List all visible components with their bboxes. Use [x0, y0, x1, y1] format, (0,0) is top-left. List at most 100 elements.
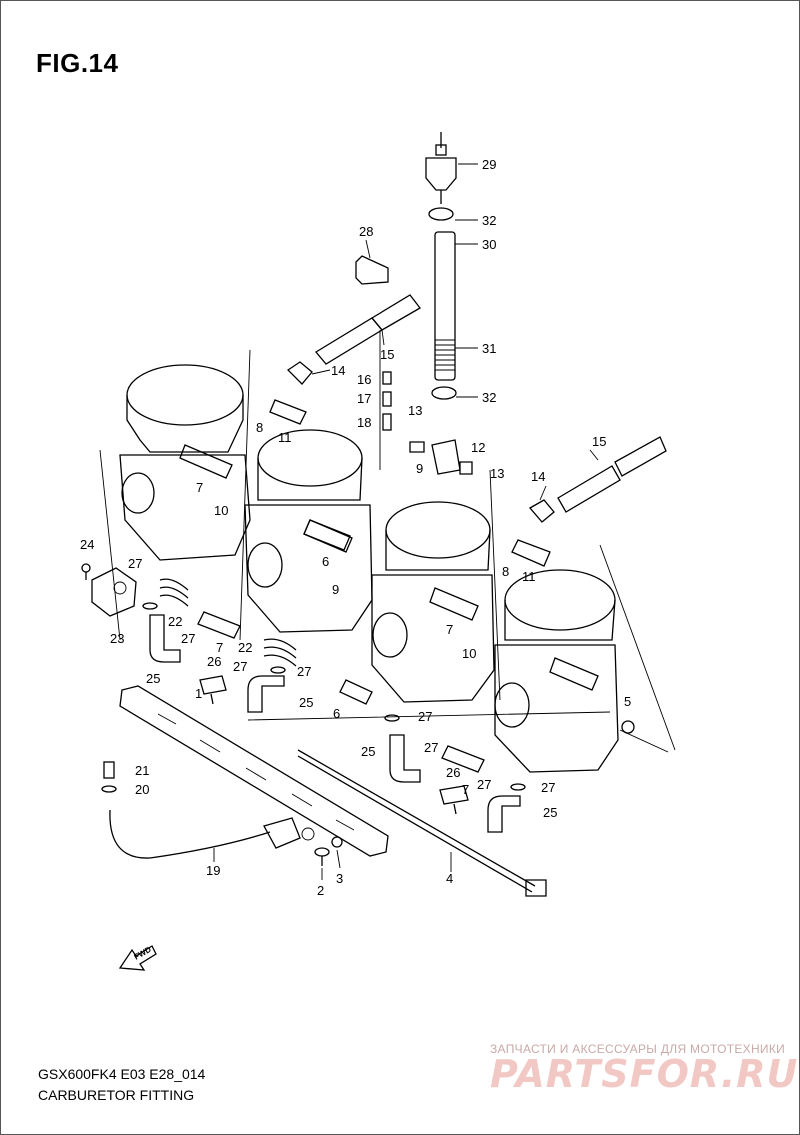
hose-25-center: [247, 675, 285, 713]
callout-13-right: 13: [490, 466, 504, 481]
callout-5: 5: [624, 694, 631, 709]
spring-21: [103, 761, 115, 779]
callout-27-h: 27: [541, 780, 555, 795]
callout-32-upper: 32: [482, 213, 496, 228]
spring-22-left: [159, 578, 189, 607]
callout-32-lower: 32: [482, 390, 496, 405]
spring-17: [382, 391, 392, 407]
callout-25-right: 25: [543, 805, 557, 820]
hose-6-lower: [339, 679, 373, 705]
throttle-shaft: [297, 749, 547, 897]
callout-27-f: 27: [424, 740, 438, 755]
callout-8-left: 8: [256, 420, 263, 435]
callout-18: 18: [357, 415, 371, 430]
callout-25-center: 25: [299, 695, 313, 710]
callout-14-right: 14: [531, 469, 545, 484]
callout-13-upper: 13: [408, 403, 422, 418]
throttle-cable: [109, 809, 315, 859]
fuel-t-fitting: [409, 439, 473, 475]
screw-2: [314, 847, 330, 866]
clip-27-d: [510, 783, 526, 791]
callout-26-left: 26: [207, 654, 221, 669]
carburetor-3: [371, 501, 495, 703]
hose-25-right: [487, 795, 521, 833]
callout-15-upper: 15: [380, 347, 394, 362]
cap: [355, 255, 389, 285]
callout-9-lower: 9: [332, 582, 339, 597]
hose-11-right: [511, 539, 551, 567]
throttle-position-sensor: [91, 567, 137, 617]
clip-27-b: [270, 666, 286, 674]
diagram-name: CARBURETOR FITTING: [38, 1087, 195, 1103]
callout-21: 21: [135, 763, 149, 778]
vent-hose-upper: [315, 294, 421, 365]
callout-25-left: 25: [146, 671, 160, 686]
callout-8-right: 8: [502, 564, 509, 579]
hose-7-left: [197, 611, 241, 639]
fwd-arrow-icon: FWD: [118, 945, 157, 971]
callout-19: 19: [206, 863, 220, 878]
callout-14-upper: 14: [331, 363, 345, 378]
callout-11-right: 11: [522, 569, 536, 584]
callout-22-left: 22: [168, 614, 182, 629]
hose-6-upper: [303, 519, 351, 551]
callout-3: 3: [336, 871, 343, 886]
screw-16: [382, 371, 392, 385]
callout-27-e: 27: [418, 709, 432, 724]
callout-7-right: 7: [446, 622, 453, 637]
hose-clamp-upper: [428, 207, 454, 221]
callout-10-right: 10: [462, 646, 476, 661]
callout-27-c: 27: [233, 659, 247, 674]
callout-6-lower: 6: [333, 706, 340, 721]
callout-27-a: 27: [128, 556, 142, 571]
watermark-tagline: ЗАПЧАСТИ И АКСЕССУАРЫ ДЛЯ МОТОТЕХНИКИ: [490, 1042, 786, 1056]
callout-6-upper: 6: [322, 554, 329, 569]
callout-23: 23: [110, 631, 124, 646]
clip-27-c: [384, 714, 400, 722]
hose-11-left: [269, 399, 307, 425]
fuel-rail-bracket: [119, 685, 389, 857]
t-joint-right: [528, 499, 555, 523]
callout-24: 24: [80, 537, 94, 552]
t-joint-upper: [286, 361, 313, 385]
carburetor-4: [494, 569, 619, 773]
callout-10-left: 10: [214, 503, 228, 518]
watermark-logo: PARTSFOR.RU: [490, 1052, 799, 1096]
hose-clamp-lower: [431, 386, 457, 400]
callout-27-b: 27: [181, 631, 195, 646]
callout-11-left: 11: [278, 430, 292, 445]
callout-9-upper: 9: [416, 461, 423, 476]
callout-28: 28: [359, 224, 373, 239]
sensor-screw: [81, 563, 91, 580]
callout-17: 17: [357, 391, 371, 406]
callout-7-upper: 7: [196, 480, 203, 495]
callout-27-g: 27: [477, 777, 491, 792]
callout-2: 2: [317, 883, 324, 898]
callout-22-center: 22: [238, 640, 252, 655]
t-joint-26-right: [439, 785, 469, 815]
callout-31: 31: [482, 341, 496, 356]
callout-29: 29: [482, 157, 496, 172]
figure-title: FIG.14: [36, 48, 119, 78]
hose-25-left: [149, 614, 181, 663]
carburetor-2: [244, 429, 373, 633]
callout-16: 16: [357, 372, 371, 387]
callout-7-lower-left: 7: [216, 640, 223, 655]
spring-22-center: [263, 638, 297, 667]
callout-12: 12: [471, 440, 485, 455]
t-joint-26-left: [199, 675, 227, 705]
clip-27-a: [142, 602, 158, 610]
washer-3: [331, 836, 343, 848]
carburetor-1: [119, 364, 251, 561]
fuel-filter: [425, 132, 457, 204]
callout-20: 20: [135, 782, 149, 797]
callout-7-bottom: 7: [462, 782, 469, 797]
vent-hose-right: [557, 436, 667, 513]
washer-20: [101, 785, 117, 793]
callout-30: 30: [482, 237, 496, 252]
callout-4: 4: [446, 871, 453, 886]
hose-25-lower: [389, 734, 421, 783]
spring-18: [382, 413, 392, 431]
callout-15-right: 15: [592, 434, 606, 449]
